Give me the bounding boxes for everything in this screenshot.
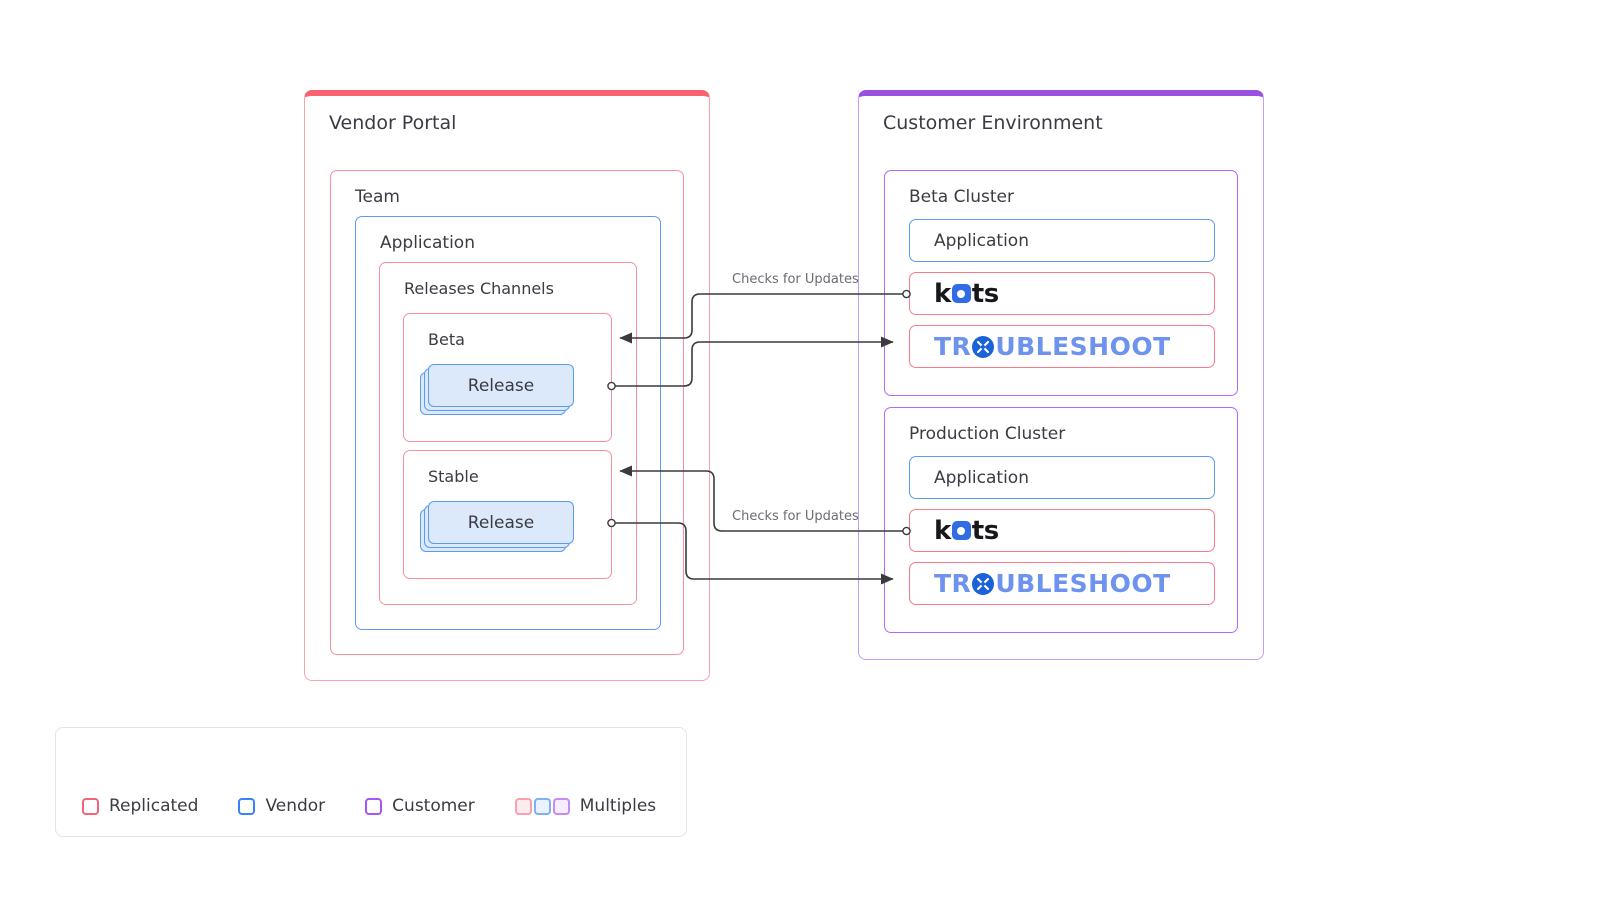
production-cluster-application-label: Application: [934, 467, 1029, 488]
legend-item-multiples: Multiples: [514, 796, 657, 816]
customer-environment-title: Customer Environment: [883, 112, 1103, 134]
release-stack-beta[interactable]: Release: [420, 364, 574, 415]
release-stack-stable[interactable]: Release: [420, 501, 574, 552]
kots-o-icon: [951, 521, 971, 540]
connector-label-production-checks: Checks for Updates: [732, 509, 859, 524]
beta-cluster-troubleshoot[interactable]: TR UBLESHOOT: [909, 325, 1215, 368]
troubleshoot-logo: TR UBLESHOOT: [934, 569, 1171, 598]
team-container: Team: [330, 170, 684, 655]
legend-swatch-multiple-red-icon: [514, 797, 532, 815]
legend-label-replicated: Replicated: [109, 796, 199, 816]
troubleshoot-tools-icon: [972, 572, 995, 595]
legend-item-vendor: Vendor: [238, 796, 325, 816]
channel-stable-title: Stable: [428, 467, 479, 486]
legend-swatch-multiple-blue-icon: [533, 797, 551, 815]
release-stack-layer-1: [428, 364, 574, 407]
legend-label-customer: Customer: [392, 796, 475, 816]
legend-swatch-multiple-purple-icon: [552, 797, 570, 815]
application-container: Application: [355, 216, 661, 630]
legend-item-replicated: Replicated: [82, 796, 198, 816]
legend-panel: Replicated Vendor Customer Multiples: [55, 727, 687, 837]
release-stable-label: Release: [467, 512, 535, 533]
production-cluster-troubleshoot[interactable]: TR UBLESHOOT: [909, 562, 1215, 605]
release-stack-layer-1: [428, 501, 574, 544]
legend-label-multiples: Multiples: [579, 796, 657, 816]
legend-item-customer: Customer: [365, 796, 475, 816]
legend-label-vendor: Vendor: [265, 796, 326, 816]
legend-swatch-customer-icon: [365, 797, 383, 815]
team-title: Team: [355, 187, 400, 207]
legend-swatch-vendor-icon: [238, 797, 256, 815]
release-beta-label: Release: [467, 375, 535, 396]
release-channels-title: Releases Channels: [404, 279, 554, 298]
production-cluster-application[interactable]: Application: [909, 456, 1215, 499]
legend-row: Replicated Vendor Customer Multiples: [82, 796, 696, 816]
beta-cluster-application-label: Application: [934, 230, 1029, 251]
channel-beta-title: Beta: [428, 330, 465, 349]
vendor-portal-title: Vendor Portal: [329, 112, 457, 134]
troubleshoot-tools-icon: [972, 335, 995, 358]
troubleshoot-logo: TR UBLESHOOT: [934, 332, 1171, 361]
production-cluster-title: Production Cluster: [909, 424, 1066, 444]
kots-o-icon: [951, 284, 971, 303]
beta-cluster-title: Beta Cluster: [909, 187, 1014, 207]
legend-swatch-replicated-icon: [82, 797, 99, 815]
channel-stable: Stable: [403, 450, 612, 579]
application-title: Application: [380, 233, 475, 253]
release-channels-container: Releases Channels: [379, 262, 637, 605]
channel-beta: Beta: [403, 313, 612, 442]
beta-cluster-application[interactable]: Application: [909, 219, 1215, 262]
connector-label-beta-checks: Checks for Updates: [732, 272, 859, 287]
